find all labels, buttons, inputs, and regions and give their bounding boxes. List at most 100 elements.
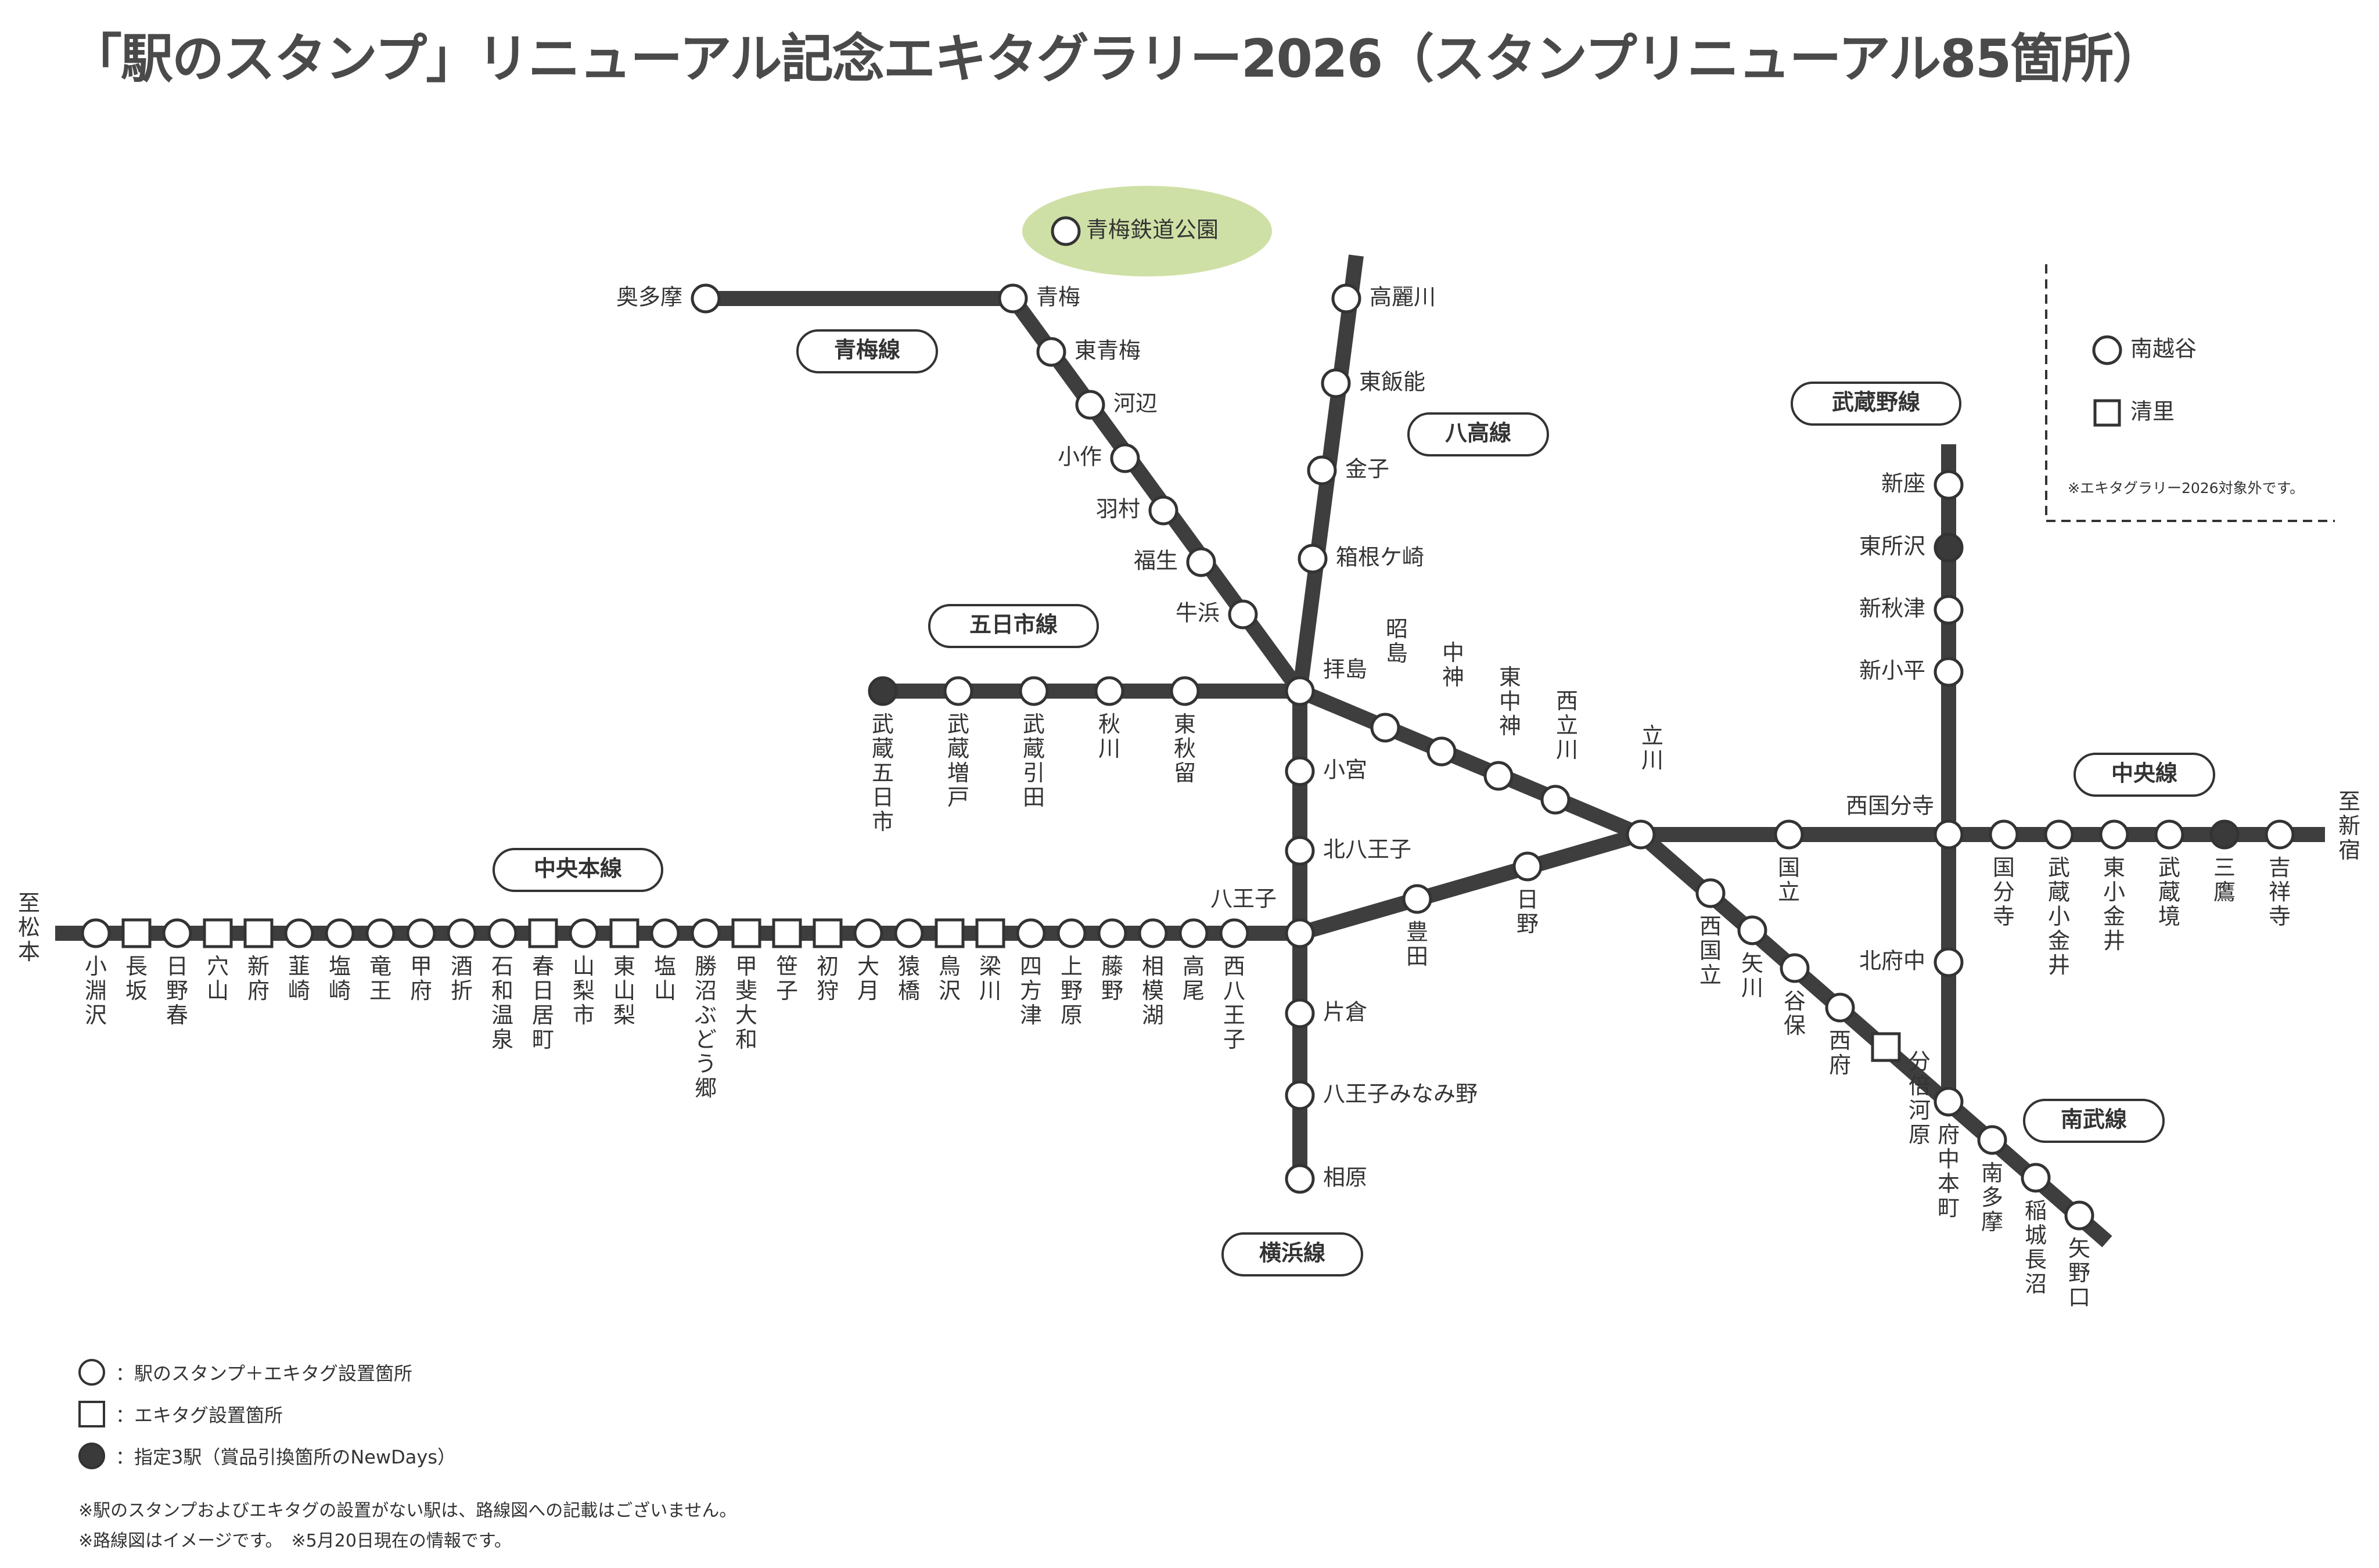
station-otsuki-marker[interactable]: [853, 918, 883, 948]
station-sakaori-marker[interactable]: [447, 918, 477, 948]
station-nakagami-marker[interactable]: [1426, 736, 1457, 767]
station-yamanashishi-marker[interactable]: [569, 918, 599, 948]
station-nishi-hachioji-marker[interactable]: [1219, 918, 1249, 948]
station-sagamiko-label-char: 湖: [1142, 1002, 1164, 1028]
station-nishifu-label-char: 府: [1829, 1052, 1851, 1078]
station-sasago-marker[interactable]: [772, 918, 802, 948]
station-kofu-marker[interactable]: [406, 918, 436, 948]
station-nagasaka-marker[interactable]: [121, 918, 152, 948]
station-higashihanno-marker[interactable]: [1321, 368, 1351, 398]
station-hachioji-marker[interactable]: [1285, 918, 1315, 948]
station-yanokuchi-marker[interactable]: [2064, 1200, 2094, 1231]
station-enzan-marker[interactable]: [650, 918, 680, 948]
station-ome-railway-park-marker[interactable]: [1051, 216, 1081, 246]
station-nishi-kunitachi-marker[interactable]: [1695, 878, 1726, 908]
station-higashi-akiru-marker[interactable]: [1170, 676, 1200, 706]
station-kokubunji-marker[interactable]: [1989, 819, 2019, 850]
station-takao-marker[interactable]: [1178, 918, 1209, 948]
station-bubaigawara-marker[interactable]: [1871, 1032, 1901, 1062]
station-sagamiko-marker[interactable]: [1138, 918, 1168, 948]
station-akigawa-marker[interactable]: [1094, 676, 1124, 706]
station-fuchu-hommachi-marker[interactable]: [1934, 1087, 1964, 1117]
station-shikatsu-marker[interactable]: [1016, 918, 1046, 948]
station-fujino-marker[interactable]: [1097, 918, 1127, 948]
station-higashi-nakagami-marker[interactable]: [1483, 761, 1514, 791]
station-hakonegasaki-marker[interactable]: [1298, 544, 1328, 574]
station-nishifu-marker[interactable]: [1825, 992, 1855, 1023]
station-tachikawa-marker[interactable]: [1626, 819, 1656, 850]
station-komiya-marker[interactable]: [1285, 756, 1315, 786]
station-ome-marker[interactable]: [998, 283, 1028, 314]
station-minami-tama-marker[interactable]: [1977, 1125, 2007, 1155]
station-yaho-marker[interactable]: [1780, 953, 1810, 983]
station-higashi-ome-marker[interactable]: [1036, 337, 1066, 367]
station-higashi-yamanashi-marker[interactable]: [609, 918, 639, 948]
station-fussa-marker[interactable]: [1186, 547, 1216, 577]
station-hinoharu-marker[interactable]: [162, 918, 192, 948]
station-kichijoji-marker[interactable]: [2265, 819, 2295, 850]
station-fuchu-hommachi-label-char: 中: [1938, 1146, 1960, 1172]
station-anayama-label-char: 穴: [207, 954, 229, 979]
station-shimpu-marker[interactable]: [243, 918, 274, 948]
station-hatsukari-marker[interactable]: [813, 918, 843, 948]
station-uenohara-label: 上野原: [1061, 954, 1083, 1028]
station-komagawa-marker[interactable]: [1331, 283, 1361, 314]
station-isawa-onsen-marker[interactable]: [487, 918, 518, 948]
station-torisawa-marker[interactable]: [935, 918, 965, 948]
station-yanagawa-marker[interactable]: [975, 918, 1005, 948]
station-kita-fuchu-marker[interactable]: [1934, 947, 1964, 977]
station-kunitachi-marker[interactable]: [1774, 819, 1804, 850]
station-aihara-marker[interactable]: [1285, 1164, 1315, 1194]
station-nakagami-label: 中神: [1442, 640, 1464, 690]
station-higashi-tokorozawa-marker[interactable]: [1934, 533, 1964, 563]
station-anayama-marker[interactable]: [203, 918, 233, 948]
station-higashi-koganei-marker[interactable]: [2099, 819, 2129, 850]
station-haijima-marker[interactable]: [1285, 676, 1315, 706]
station-fujino-label-char: 藤: [1101, 954, 1123, 979]
station-katakura-marker[interactable]: [1285, 998, 1315, 1028]
station-saruhashi-marker[interactable]: [894, 918, 924, 948]
station-fuchu-hommachi-label-char: 町: [1938, 1195, 1960, 1221]
station-hino-marker[interactable]: [1512, 851, 1543, 882]
station-musashi-itsukaichi-marker[interactable]: [868, 676, 898, 706]
station-nishi-kokubunji-marker[interactable]: [1934, 819, 1964, 850]
station-ozaku-marker[interactable]: [1110, 443, 1140, 473]
station-shin-kodaira-marker[interactable]: [1934, 657, 1964, 687]
station-kabe-marker[interactable]: [1075, 390, 1105, 420]
station-musashi-hikida-marker[interactable]: [1019, 676, 1049, 706]
station-musashi-masuko-marker[interactable]: [943, 676, 973, 706]
station-kitahachioji-marker[interactable]: [1285, 836, 1315, 866]
chuo-honsen-line-label-pill: [493, 848, 663, 892]
station-akishima-marker[interactable]: [1370, 713, 1400, 743]
station-takao-label-char: 尾: [1183, 978, 1205, 1004]
station-kai-yamato-marker[interactable]: [731, 918, 761, 948]
station-kasugaicho-marker[interactable]: [528, 918, 558, 948]
station-shiozaki-marker[interactable]: [325, 918, 355, 948]
station-hamura-marker[interactable]: [1148, 495, 1178, 526]
station-kaneko-marker[interactable]: [1307, 455, 1337, 485]
station-musashi-sakai-marker[interactable]: [2154, 819, 2184, 850]
station-kokubunji-label-char: 国: [1993, 855, 2015, 880]
station-ushihama-marker[interactable]: [1228, 599, 1258, 630]
station-inagi-naganuma-marker[interactable]: [2021, 1163, 2051, 1193]
station-uenohara-marker[interactable]: [1056, 918, 1087, 948]
ome-line-label-pill: [796, 329, 938, 373]
station-toyoda-marker[interactable]: [1402, 884, 1432, 914]
station-yagawa-marker[interactable]: [1737, 915, 1767, 945]
station-nagasaka-label-char: 長: [125, 954, 148, 979]
station-ryuo-marker[interactable]: [365, 918, 396, 948]
station-okutama-marker[interactable]: [691, 283, 721, 314]
station-kobuchisawa-marker[interactable]: [81, 918, 111, 948]
station-mitaka-marker[interactable]: [2209, 819, 2240, 850]
station-katsunuma-budokyo-marker[interactable]: [691, 918, 721, 948]
station-musashi-koganei-marker[interactable]: [2044, 819, 2074, 850]
station-hachioji-minamino-marker[interactable]: [1285, 1080, 1315, 1110]
station-shin-akitsu-marker[interactable]: [1934, 595, 1964, 625]
station-nirasaki-marker[interactable]: [284, 918, 314, 948]
station-nishi-tachikawa-label-char: 立: [1556, 713, 1578, 738]
station-shinza-marker[interactable]: [1934, 470, 1964, 500]
station-katsunuma-budokyo-label-char: 沼: [695, 978, 717, 1004]
station-nishi-tachikawa-marker[interactable]: [1540, 785, 1571, 815]
station-kitahachioji-label: 北八王子: [1323, 837, 1411, 862]
